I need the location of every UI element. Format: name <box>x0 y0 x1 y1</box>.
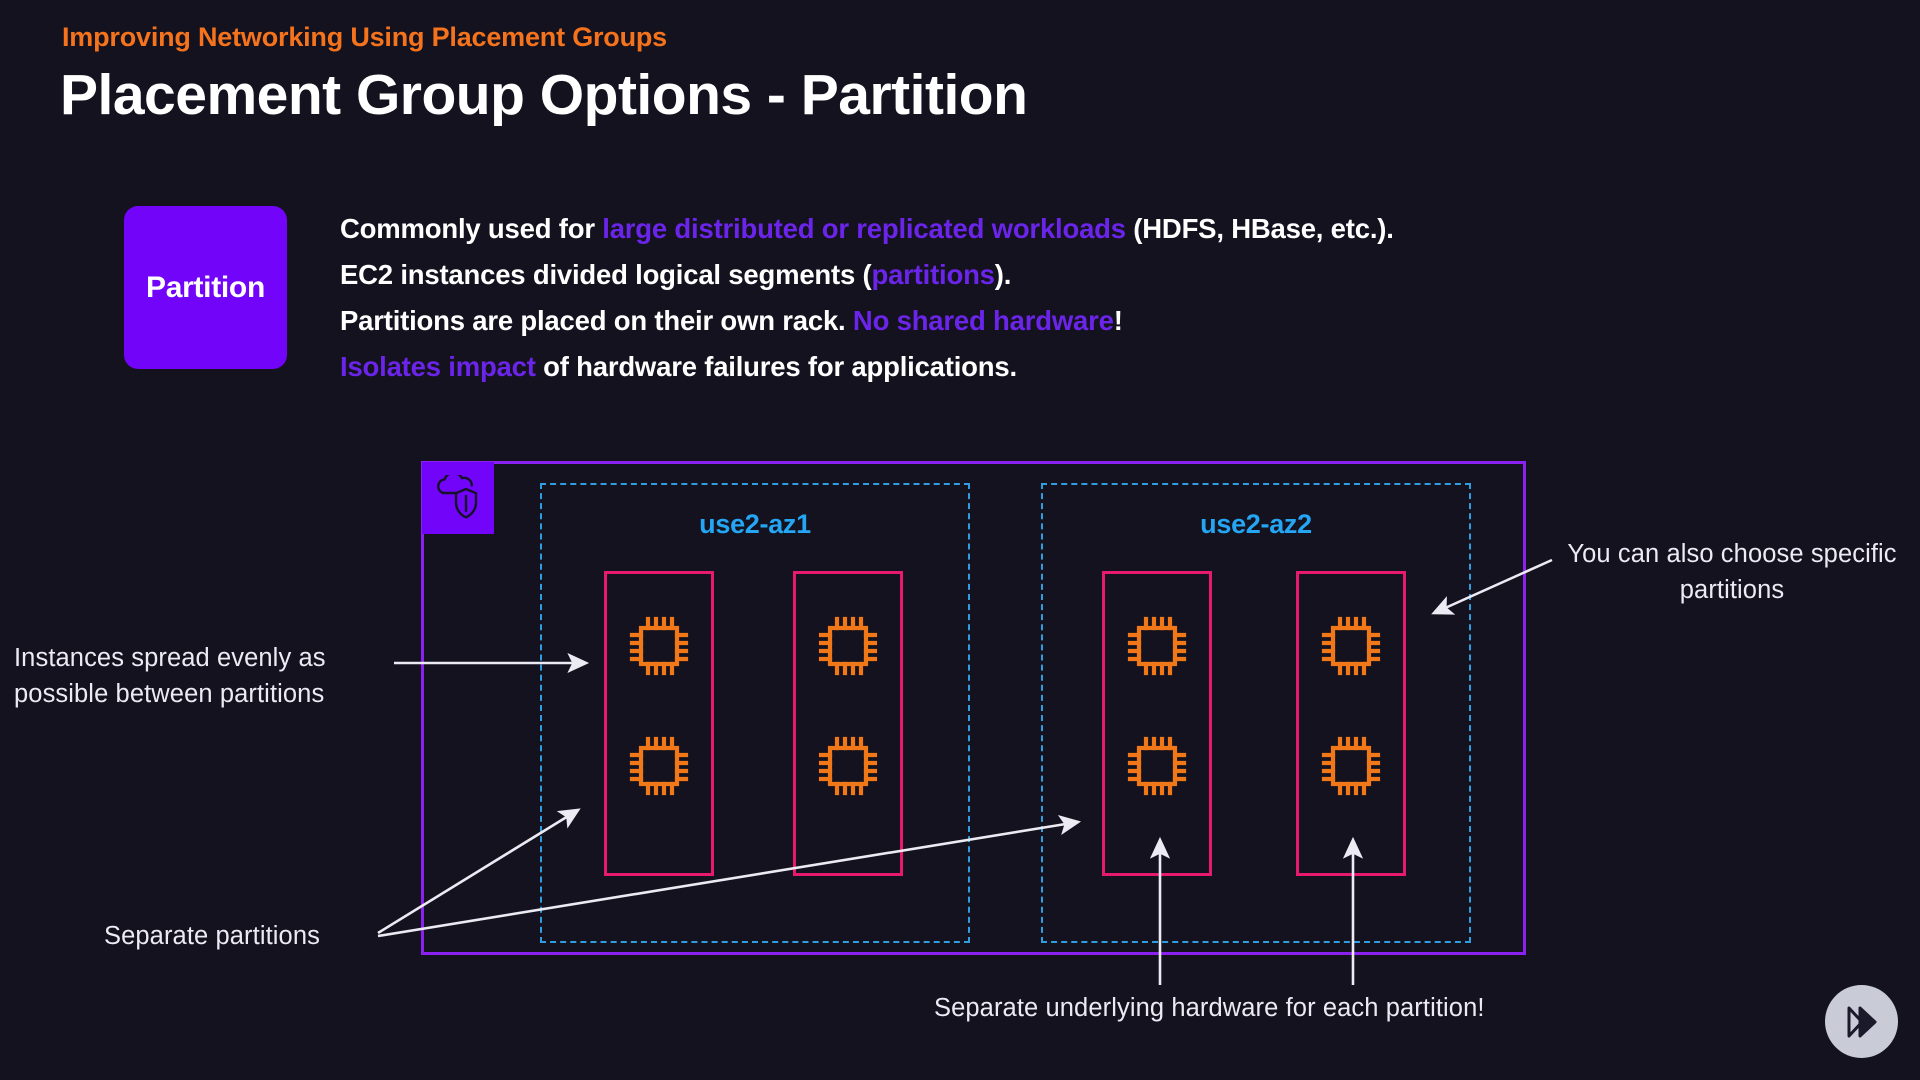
cpu-chip-icon <box>629 616 689 676</box>
body-line-4: Isolates impact of hardware failures for… <box>340 344 1590 390</box>
partition-badge-label: Partition <box>146 270 265 304</box>
body-line-2-part1: EC2 instances divided logical segments ( <box>340 259 872 290</box>
partition-box <box>1102 571 1212 876</box>
body-line-4-highlight: Isolates impact <box>340 351 536 382</box>
cpu-chip-icon <box>1321 736 1381 796</box>
page-title: Placement Group Options - Partition <box>60 63 1028 127</box>
body-line-1-highlight: large distributed or replicated workload… <box>602 213 1126 244</box>
body-line-4-part2: of hardware failures for applications. <box>535 351 1017 382</box>
body-line-1: Commonly used for large distributed or r… <box>340 206 1590 252</box>
body-line-2: EC2 instances divided logical segments (… <box>340 252 1590 298</box>
play-forward-badge[interactable] <box>1825 985 1898 1058</box>
availability-zone-use2-az1: use2-az1 <box>540 483 970 943</box>
body-line-3-highlight: No shared hardware <box>852 305 1114 336</box>
availability-zone-use2-az2: use2-az2 <box>1041 483 1471 943</box>
vpc-boundary <box>421 461 1526 955</box>
body-line-3: Partitions are placed on their own rack.… <box>340 298 1590 344</box>
cpu-chip-icon <box>629 736 689 796</box>
annotation-separate-partitions: Separate partitions <box>104 922 320 950</box>
annotation-instances-spread: Instances spread evenly as possible betw… <box>14 644 326 708</box>
play-forward-icon <box>1847 1006 1876 1037</box>
body-text-block: Commonly used for large distributed or r… <box>340 206 1590 390</box>
partition-box <box>793 571 903 876</box>
partition-box <box>604 571 714 876</box>
cpu-chip-icon <box>1127 736 1187 796</box>
body-line-1-part2: (HDFS, HBase, etc.). <box>1125 213 1394 244</box>
az-label-1: use2-az1 <box>699 509 811 539</box>
cpu-chip-icon <box>1127 616 1187 676</box>
annotation-separate-hardware: Separate underlying hardware for each pa… <box>934 994 1485 1022</box>
cpu-chip-icon <box>1321 616 1381 676</box>
body-line-1-part1: Commonly used for <box>340 213 603 244</box>
cpu-chip-icon <box>818 616 878 676</box>
partition-box <box>1296 571 1406 876</box>
cpu-chip-icon <box>818 736 878 796</box>
aws-vpc-shield-icon <box>422 462 494 534</box>
body-line-2-part2: ). <box>994 259 1012 290</box>
body-line-2-highlight: partitions <box>871 259 995 290</box>
az-label-2: use2-az2 <box>1200 509 1312 539</box>
partition-badge: Partition <box>124 206 287 369</box>
slide-eyebrow: Improving Networking Using Placement Gro… <box>62 22 667 52</box>
annotation-specific-partitions: You can also choose specific partitions <box>1567 540 1897 604</box>
body-line-3-part1: Partitions are placed on their own rack. <box>340 305 853 336</box>
body-line-3-part2: ! <box>1113 305 1123 336</box>
